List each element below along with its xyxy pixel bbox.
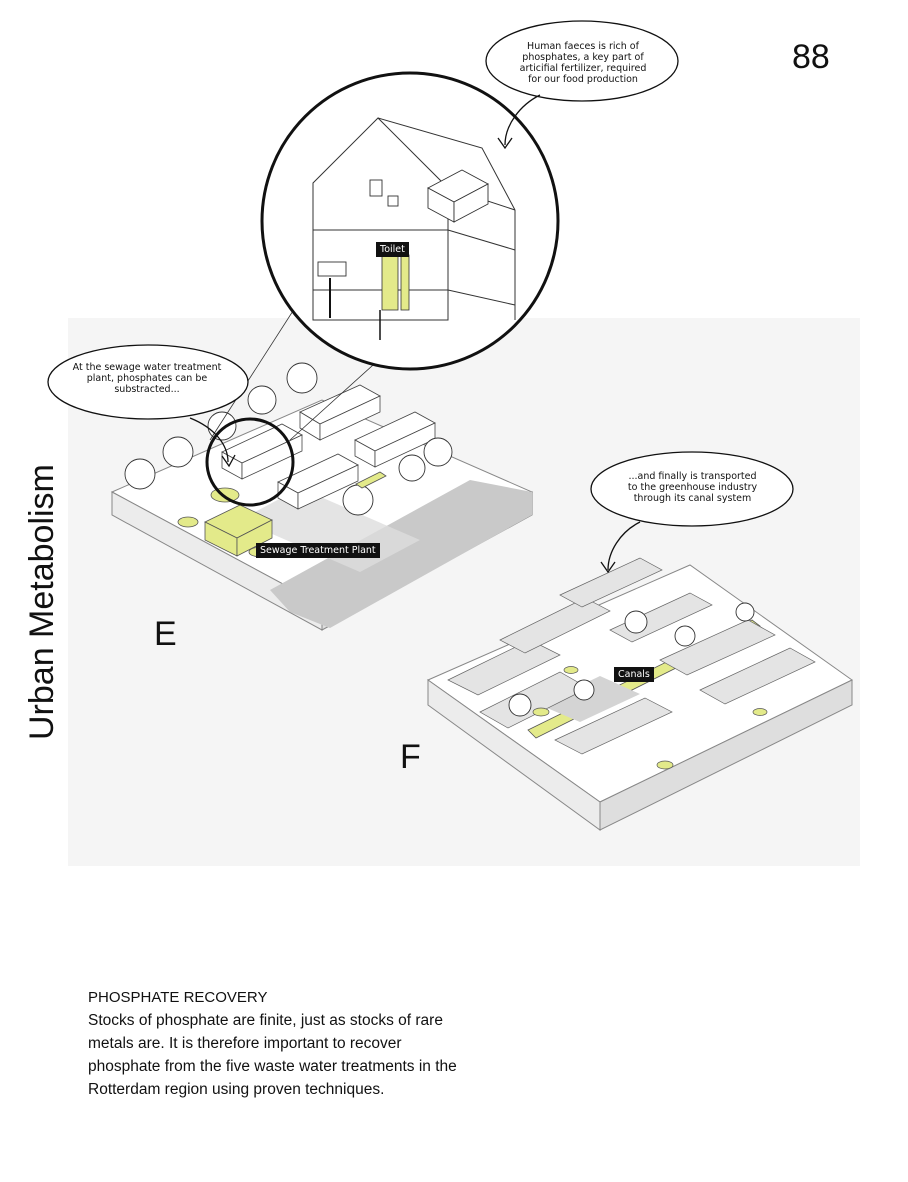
section-body: Stocks of phosphate are finite, just as … [88,1012,457,1098]
callout-sewage-line: plant, phosphates can be [62,373,232,384]
callout-greenhouse-line: ...and finally is transported [610,471,775,482]
callout-greenhouse: ...and finally is transported to the gre… [610,471,775,504]
panel-letter-f: F [400,738,421,777]
label-sewage-plant: Sewage Treatment Plant [256,543,380,558]
text-block: PHOSPHATE RECOVERY Stocks of phosphate a… [88,986,458,1101]
callout-greenhouse-line: to the greenhouse industry [610,482,775,493]
callout-faeces-line: articifial fertilizer, required [508,63,658,74]
callout-sewage: At the sewage water treatment plant, pho… [62,362,232,395]
sewer-pipe [382,248,409,310]
panel-letter-e: E [154,615,177,654]
callout-greenhouse-line: through its canal system [610,493,775,504]
urban-metabolism-illustration [0,0,908,900]
callout-faeces: Human faeces is rich of phosphates, a ke… [508,41,658,85]
callout-sewage-line: substracted... [62,384,232,395]
callout-sewage-line: At the sewage water treatment [62,362,232,373]
callout-faeces-line: phosphates, a key part of [508,52,658,63]
callout-faeces-line: for our food production [508,74,658,85]
callout-faeces-line: Human faeces is rich of [508,41,658,52]
label-toilet: Toilet [376,242,409,257]
section-heading: PHOSPHATE RECOVERY [88,986,458,1009]
label-canals: Canals [614,667,654,682]
